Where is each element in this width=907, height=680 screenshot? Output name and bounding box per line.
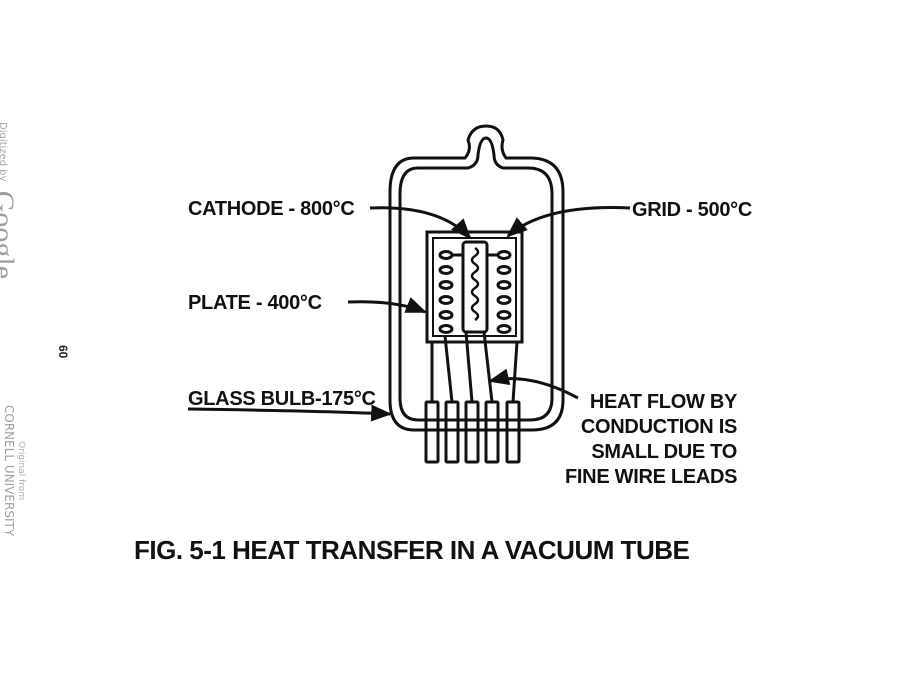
original-from-text: Original from bbox=[16, 441, 26, 501]
heat-flow-callout: HEAT FLOW BY CONDUCTION IS SMALL DUE TO … bbox=[565, 390, 737, 490]
heat-flow-line-1: HEAT FLOW BY bbox=[589, 391, 737, 413]
institution-text: CORNELL UNIVERSITY bbox=[2, 405, 16, 537]
plate-arrow bbox=[347, 297, 427, 314]
press-seal bbox=[418, 418, 527, 432]
original-from-watermark: Original from CORNELL UNIVERSITY bbox=[2, 405, 26, 536]
cathode-arrow bbox=[369, 206, 472, 240]
heat-flow-line-4: FINE WIRE LEADS bbox=[565, 466, 738, 488]
grid-coils bbox=[438, 250, 512, 334]
base-pins bbox=[424, 400, 521, 464]
heat-flow-line-2: CONDUCTION IS bbox=[580, 416, 737, 438]
glass-bulb-label: GLASS BULB-175°C bbox=[188, 388, 376, 410]
grid-frame bbox=[432, 237, 517, 337]
digitized-by-watermark: Digitized by Google bbox=[0, 122, 20, 279]
google-logo: Google bbox=[0, 190, 20, 280]
heat-flow-arrow bbox=[487, 368, 579, 400]
grid-arrow bbox=[506, 206, 631, 238]
heat-flow-line-3: SMALL DUE TO bbox=[591, 441, 737, 463]
page-number: 60 bbox=[56, 345, 70, 359]
figure-caption: FIG. 5-1 HEAT TRANSFER IN A VACUUM TUBE bbox=[134, 535, 690, 565]
plate bbox=[425, 230, 524, 344]
plate-label: PLATE - 400°C bbox=[188, 292, 322, 314]
digitized-by-text: Digitized by bbox=[0, 122, 8, 182]
wire-leads bbox=[430, 331, 519, 403]
leader-arrows bbox=[187, 206, 631, 422]
cathode-label: CATHODE - 800°C bbox=[188, 198, 355, 220]
glass-arrow bbox=[187, 404, 393, 422]
heater-filament bbox=[470, 246, 480, 322]
grid-label: GRID - 500°C bbox=[632, 199, 752, 221]
glass-bulb-inner bbox=[398, 136, 554, 422]
